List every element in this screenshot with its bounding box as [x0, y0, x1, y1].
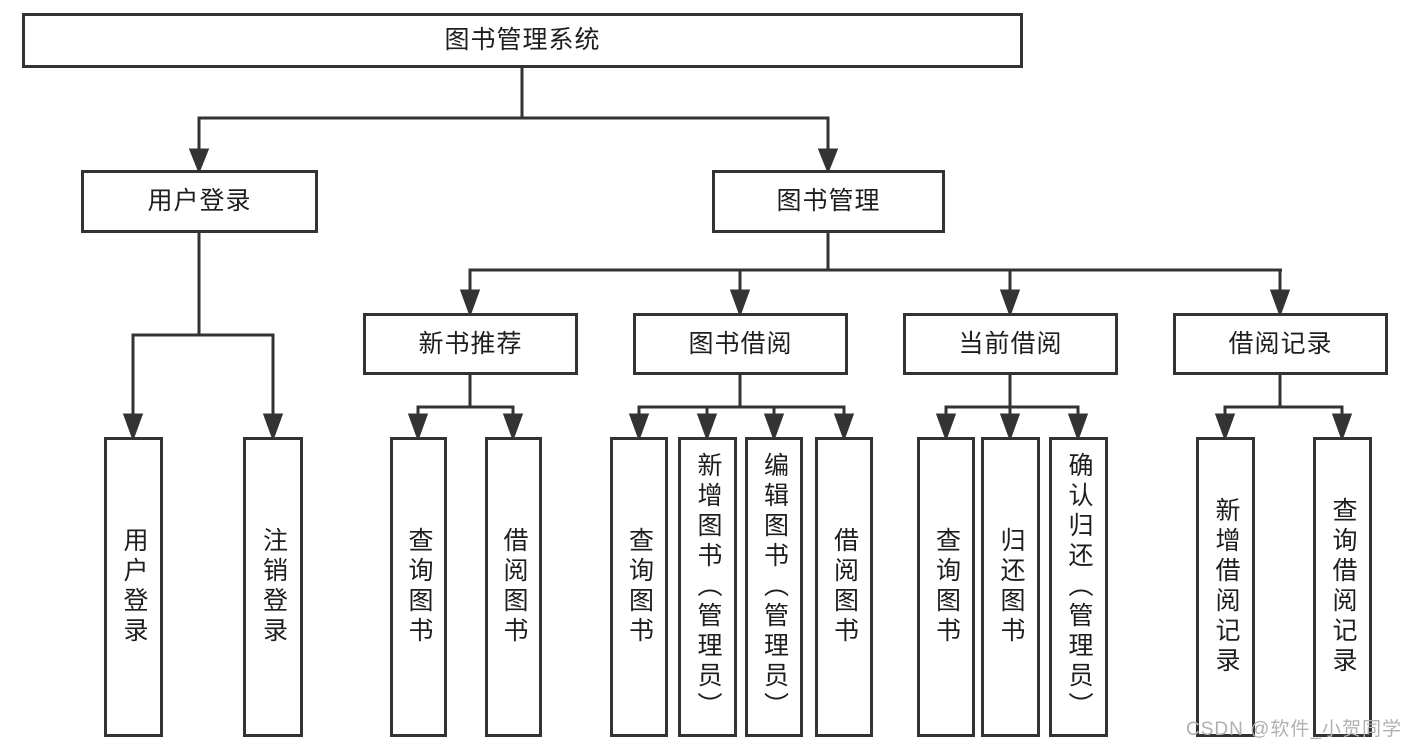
arrow-down-icon	[696, 413, 718, 442]
arrow-down-icon	[729, 289, 751, 318]
leaf-query-books-current: 查询图书	[917, 437, 975, 737]
node-new-book-recommend: 新书推荐	[363, 313, 578, 375]
leaf-confirm-return-admin: 确认归还（管理员）	[1049, 437, 1108, 737]
connector-book-borrow	[628, 375, 855, 442]
node-user-login: 用户登录	[81, 170, 318, 233]
leaf-confirm-return-admin-label: 确认归还（管理员）	[1065, 452, 1093, 722]
leaf-logout-label: 注销登录	[259, 527, 288, 647]
node-current-borrow-label: 当前借阅	[958, 329, 1063, 358]
leaf-query-books-current-label: 查询图书	[932, 527, 961, 647]
node-book-borrow: 图书借阅	[633, 313, 848, 375]
leaf-borrow-books-recommend: 借阅图书	[485, 437, 542, 737]
leaf-borrow-books-recommend-label: 借阅图书	[500, 527, 528, 647]
node-borrow-records-label: 借阅记录	[1228, 329, 1333, 358]
arrow-down-icon	[999, 413, 1021, 442]
arrow-down-icon	[459, 289, 481, 318]
node-root-label: 图书管理系统	[444, 26, 601, 54]
leaf-edit-books-admin-label: 编辑图书（管理员）	[760, 452, 789, 722]
arrow-down-icon	[935, 413, 957, 442]
arrow-down-icon	[1214, 413, 1236, 442]
node-book-management: 图书管理	[712, 170, 945, 233]
leaf-add-books-admin-label: 新增图书（管理员）	[694, 452, 722, 722]
leaf-user-login-label: 用户登录	[120, 527, 148, 647]
leaf-user-login: 用户登录	[104, 437, 163, 737]
node-current-borrow: 当前借阅	[903, 313, 1118, 375]
leaf-add-books-admin: 新增图书（管理员）	[678, 437, 737, 737]
arrow-down-icon	[763, 413, 785, 442]
node-root: 图书管理系统	[22, 13, 1023, 68]
node-new-book-recommend-label: 新书推荐	[418, 329, 523, 358]
leaf-query-books-recommend-label: 查询图书	[405, 527, 433, 647]
arrow-down-icon	[1067, 413, 1089, 442]
node-user-login-label: 用户登录	[147, 187, 252, 215]
watermark-text: CSDN @软件_小贺同学	[1186, 719, 1402, 740]
leaf-borrow-books-label: 借阅图书	[830, 527, 859, 647]
leaf-add-borrow-record-label: 新增借阅记录	[1212, 497, 1240, 677]
node-borrow-records: 借阅记录	[1173, 313, 1388, 375]
leaf-query-books-borrow: 查询图书	[610, 437, 668, 737]
leaf-logout: 注销登录	[243, 437, 303, 737]
arrow-down-icon	[502, 413, 524, 442]
arrow-down-icon	[262, 413, 284, 442]
arrow-down-icon	[122, 413, 144, 442]
connector-user-login	[122, 233, 284, 442]
leaf-query-books-borrow-label: 查询图书	[625, 527, 654, 647]
leaf-edit-books-admin: 编辑图书（管理员）	[745, 437, 803, 737]
node-book-management-label: 图书管理	[776, 187, 881, 215]
connector-book-management	[459, 233, 1291, 318]
leaf-query-books-recommend: 查询图书	[390, 437, 447, 737]
leaf-add-borrow-record: 新增借阅记录	[1196, 437, 1255, 737]
arrow-down-icon	[1331, 413, 1353, 442]
leaf-return-books: 归还图书	[981, 437, 1040, 737]
connector-current-borrow	[935, 375, 1089, 442]
connector-borrow-records	[1214, 375, 1353, 442]
leaf-return-books-label: 归还图书	[997, 527, 1025, 647]
arrow-down-icon	[1269, 289, 1291, 318]
connector-root	[188, 66, 839, 175]
arrow-down-icon	[833, 413, 855, 442]
node-book-borrow-label: 图书借阅	[688, 329, 793, 358]
leaf-borrow-books: 借阅图书	[815, 437, 873, 737]
connector-new-book-recommend	[407, 375, 524, 442]
leaf-query-borrow-record-label: 查询借阅记录	[1329, 497, 1357, 677]
arrow-down-icon	[407, 413, 429, 442]
leaf-query-borrow-record: 查询借阅记录	[1313, 437, 1372, 737]
arrow-down-icon	[817, 148, 839, 175]
arrow-down-icon	[999, 289, 1021, 318]
arrow-down-icon	[628, 413, 650, 442]
arrow-down-icon	[188, 148, 210, 175]
